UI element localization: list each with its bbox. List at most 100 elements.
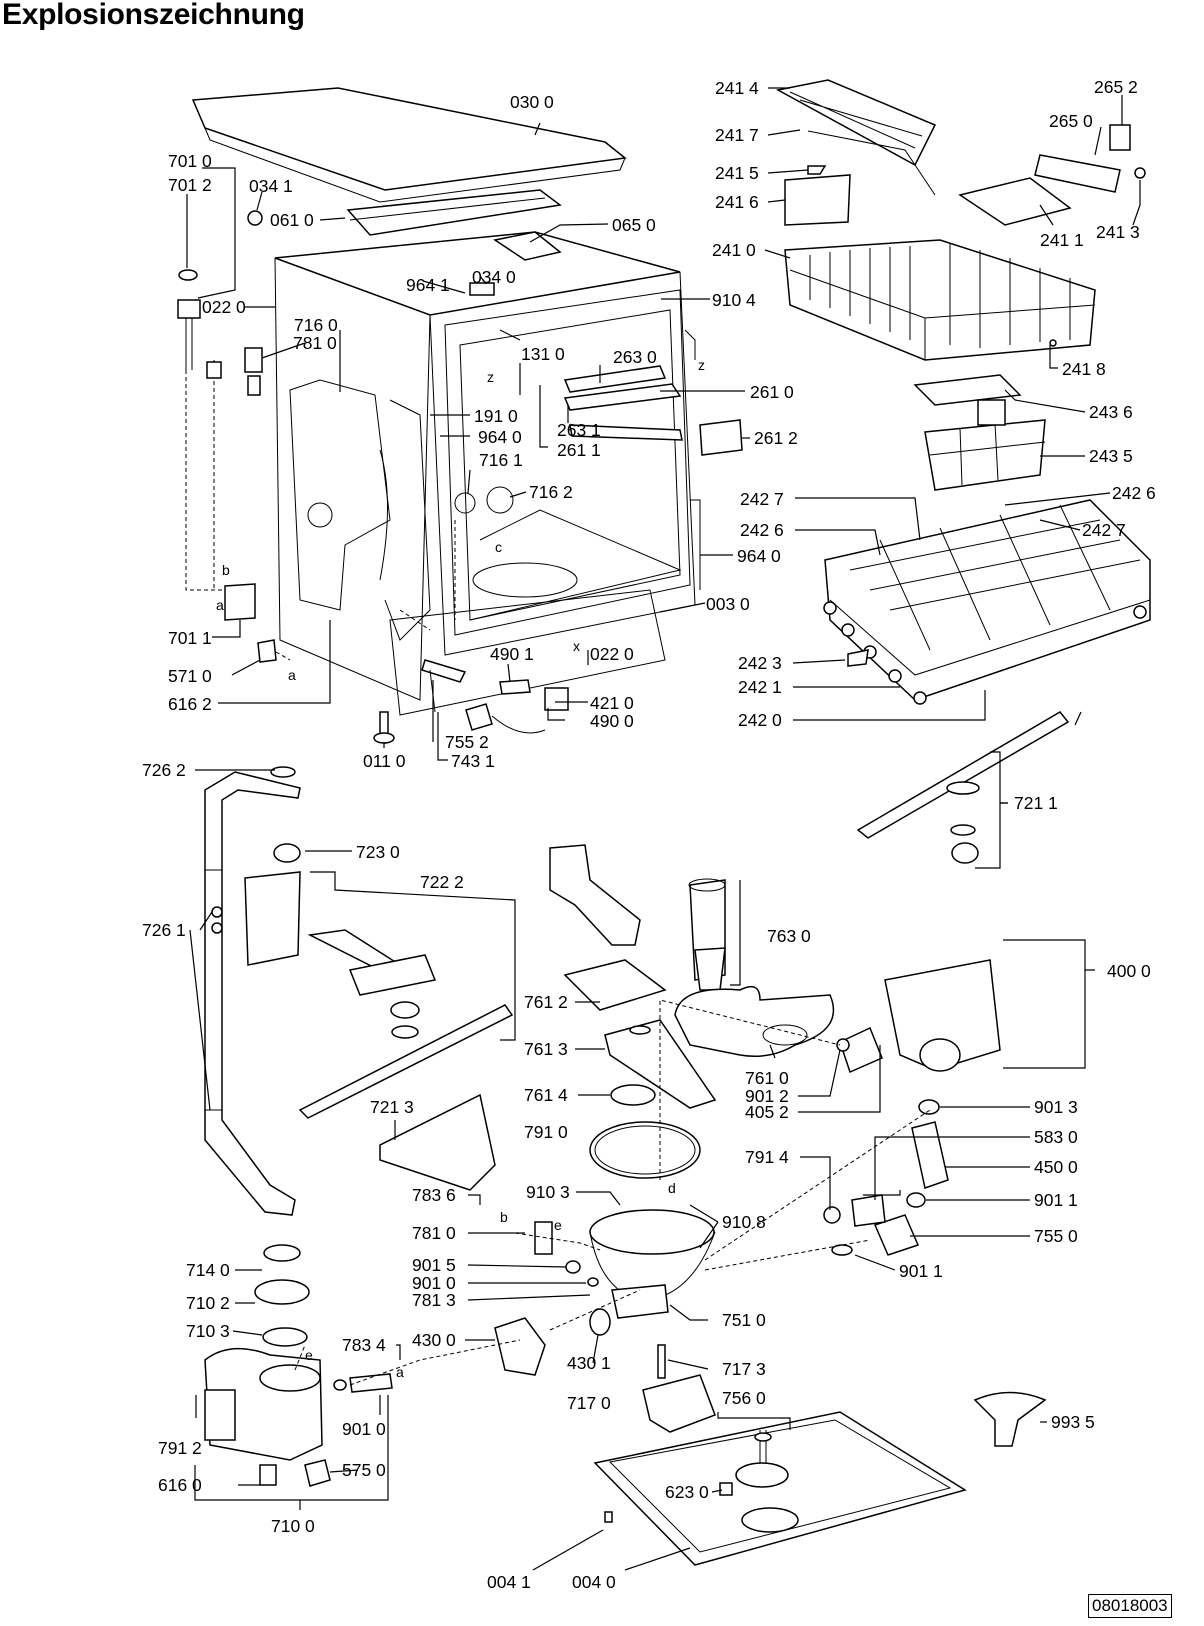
part-label: 263 1 — [557, 420, 601, 440]
part-label: 751 0 — [722, 1310, 766, 1330]
part-label: 717 3 — [722, 1359, 766, 1379]
sump-pump-drawing — [494, 844, 1001, 1433]
part-label: 761 2 — [524, 992, 568, 1012]
part-label: 910 4 — [712, 290, 756, 310]
reference-letter: e — [305, 1347, 313, 1363]
part-label: 721 3 — [370, 1097, 414, 1117]
part-label: 265 0 — [1049, 111, 1093, 131]
part-label: 726 2 — [142, 760, 186, 780]
part-label: 761 0 — [745, 1068, 789, 1088]
part-label: 901 0 — [412, 1273, 456, 1293]
part-label: 241 5 — [715, 163, 759, 183]
part-label: 263 0 — [613, 347, 657, 367]
part-label: 781 0 — [412, 1223, 456, 1243]
reference-letter: b — [500, 1209, 508, 1225]
page-title: Explosionszeichnung — [2, 0, 305, 31]
part-label: 910 8 — [722, 1212, 766, 1232]
cutlery-basket-drawing — [913, 374, 1046, 491]
part-label: 030 0 — [510, 92, 554, 112]
reference-letters: z z c b a a x b e e d a — [216, 357, 705, 1380]
part-label: 242 0 — [738, 710, 782, 730]
part-label: 901 0 — [342, 1419, 386, 1439]
lower-basket-drawing — [823, 499, 1151, 705]
part-label: 726 1 — [142, 920, 186, 940]
part-label: 003 0 — [706, 594, 750, 614]
part-label: 400 0 — [1107, 961, 1151, 981]
part-label: 430 0 — [412, 1330, 456, 1350]
leader-lines — [186, 87, 1141, 1571]
reference-letter: z — [487, 369, 494, 385]
part-label: 901 1 — [1034, 1190, 1078, 1210]
part-label: 716 2 — [529, 482, 573, 502]
part-label: 781 0 — [293, 333, 337, 353]
part-label: 723 0 — [356, 842, 400, 862]
reference-letter: d — [668, 1180, 676, 1196]
reference-letter: c — [495, 539, 502, 555]
part-label: 034 1 — [249, 176, 293, 196]
part-label: 242 6 — [1112, 483, 1156, 503]
part-label: 755 2 — [445, 732, 489, 752]
part-label: 756 0 — [722, 1388, 766, 1408]
part-label: 964 1 — [406, 275, 450, 295]
part-label: 791 4 — [745, 1147, 789, 1167]
part-label: 964 0 — [737, 546, 781, 566]
part-label: 261 1 — [557, 440, 601, 460]
part-label: 964 0 — [478, 427, 522, 447]
reference-letter: e — [554, 1217, 562, 1233]
part-label: 242 3 — [738, 653, 782, 673]
spray-arm-upper-drawing — [856, 711, 1070, 864]
part-label: 241 6 — [715, 192, 759, 212]
part-label: 242 6 — [740, 520, 784, 540]
part-label: 993 5 — [1051, 1412, 1095, 1432]
part-label: 243 5 — [1089, 446, 1133, 466]
part-label: 722 2 — [420, 872, 464, 892]
part-label: 716 0 — [294, 315, 338, 335]
part-label: 061 0 — [270, 210, 314, 230]
upper-basket-drawing — [775, 79, 1146, 361]
reference-letter: z — [698, 357, 705, 373]
reference-letter: b — [222, 562, 230, 578]
spray-pipe-drawing — [204, 766, 514, 1216]
part-label: 721 1 — [1014, 793, 1058, 813]
part-label: 616 2 — [168, 694, 212, 714]
part-label: 701 2 — [168, 175, 212, 195]
part-label: 241 0 — [712, 240, 756, 260]
part-label: 241 3 — [1096, 222, 1140, 242]
part-label: 901 1 — [899, 1261, 943, 1281]
part-label: 261 2 — [754, 428, 798, 448]
part-label: 717 0 — [567, 1393, 611, 1413]
part-label: 191 0 — [474, 406, 518, 426]
part-label: 910 3 — [526, 1182, 570, 1202]
part-label: 623 0 — [665, 1482, 709, 1502]
part-label: 241 8 — [1062, 359, 1106, 379]
part-label: 743 1 — [451, 751, 495, 771]
part-label: 716 1 — [479, 450, 523, 470]
cabinet-drawing — [177, 87, 743, 744]
part-label: 571 0 — [168, 666, 212, 686]
part-label: 242 7 — [1082, 520, 1126, 540]
part-label: 701 1 — [168, 628, 212, 648]
part-label: 710 3 — [186, 1321, 230, 1341]
part-label: 004 1 — [487, 1572, 531, 1592]
water-softener-drawing — [204, 1244, 393, 1487]
part-label: 710 0 — [271, 1516, 315, 1536]
part-label: 265 2 — [1094, 77, 1138, 97]
part-label: 490 0 — [590, 711, 634, 731]
part-label: 791 2 — [158, 1438, 202, 1458]
part-label: 131 0 — [521, 344, 565, 364]
part-label: 761 3 — [524, 1039, 568, 1059]
part-label: 243 6 — [1089, 402, 1133, 422]
part-label: 583 0 — [1034, 1127, 1078, 1147]
reference-letter: a — [288, 667, 296, 683]
part-label: 783 6 — [412, 1185, 456, 1205]
part-label: 616 0 — [158, 1475, 202, 1495]
part-label: 763 0 — [767, 926, 811, 946]
part-label: 901 2 — [745, 1086, 789, 1106]
reference-letter: a — [216, 597, 224, 613]
part-label: 242 1 — [738, 677, 782, 697]
part-label: 261 0 — [750, 382, 794, 402]
part-label: 710 2 — [186, 1293, 230, 1313]
part-label: 791 0 — [524, 1122, 568, 1142]
part-label: 242 7 — [740, 489, 784, 509]
